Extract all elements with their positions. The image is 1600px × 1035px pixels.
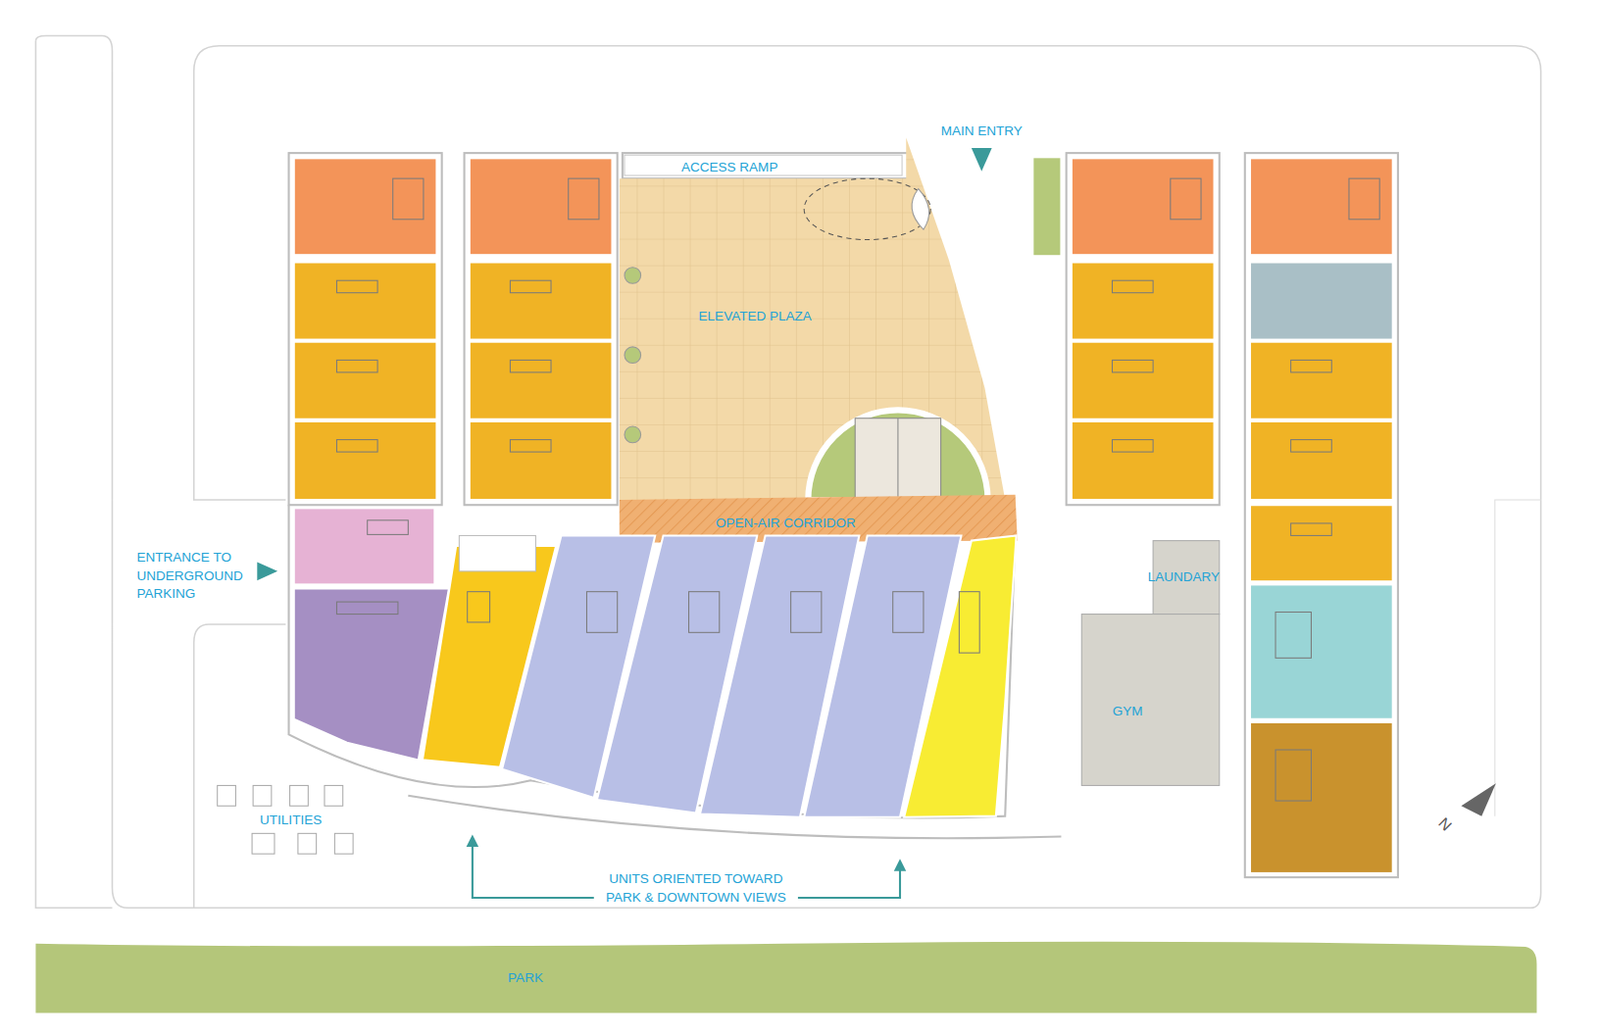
entry-label: MAIN ENTRY: [925, 122, 1038, 141]
gym-room: GYM: [1083, 694, 1172, 729]
area-label: OPEN-AIR CORRIDOR: [715, 514, 856, 533]
area-label: PARK: [507, 969, 544, 988]
corridor-band: OPEN-AIR CORRIDOR: [673, 509, 899, 537]
park-band: PARK: [449, 964, 602, 994]
area-label: GYM: [1112, 701, 1144, 720]
north-label: N: [1430, 809, 1460, 840]
utilities-label: UTILITIES: [245, 810, 338, 829]
plaza-area: ELEVATED PLAZA: [663, 300, 848, 332]
ramp-label: ACCESS RAMP: [668, 157, 792, 176]
laundry-label: LAUNDARY: [1138, 568, 1231, 587]
views-label: UNITS ORIENTED TOWARD PARK & DOWNTOWN VI…: [600, 870, 793, 907]
area-label: ELEVATED PLAZA: [699, 307, 812, 326]
parking-label: ENTRANCE TO UNDERGROUND PARKING: [136, 549, 251, 603]
